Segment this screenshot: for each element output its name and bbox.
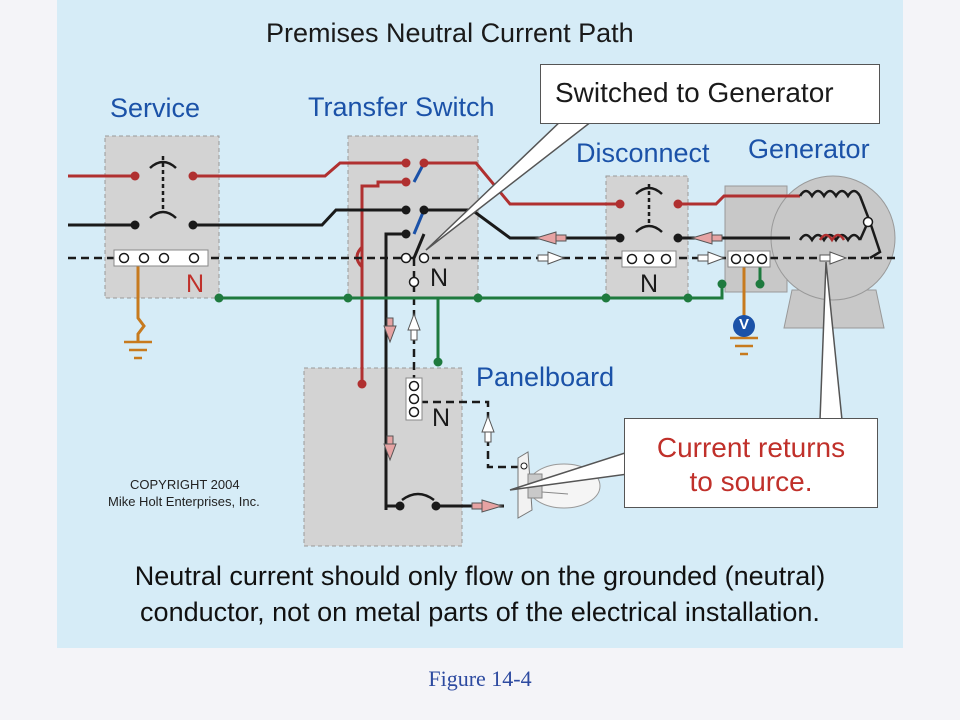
switched-callout-text: Switched to Generator: [555, 77, 834, 108]
current-returns-line1: Current returns: [656, 432, 846, 463]
disconnect-label: Disconnect: [576, 138, 710, 168]
copyright-line2: Mike Holt Enterprises, Inc.: [108, 494, 260, 509]
generator-ground-symbol: [730, 336, 758, 356]
panelboard-neutral-label: N: [432, 404, 451, 432]
copyright-notice: COPYRIGHT 2004 Mike Holt Enterprises, In…: [108, 476, 260, 510]
panelboard-breaker: [401, 492, 435, 502]
switched-to-generator-callout: Switched to Generator: [540, 64, 880, 124]
diagram-title: Premises Neutral Current Path: [266, 18, 634, 48]
service-ground-symbol: [124, 340, 152, 360]
transfer-switch-label: Transfer Switch: [308, 92, 495, 122]
generator-v-symbol: [733, 315, 755, 337]
generator-label: Generator: [748, 134, 870, 164]
ungrounded-black-conductor: [68, 208, 790, 510]
caption-line1: Neutral current should only flow on the …: [134, 561, 826, 591]
service-breaker: [149, 156, 177, 219]
caption-line2: conductor, not on metal parts of the ele…: [140, 597, 820, 627]
panelboard-label: Panelboard: [476, 362, 615, 392]
generator-windings: [798, 189, 882, 260]
caption-text: Neutral current should only flow on the …: [0, 558, 960, 630]
disconnect-neutral-bar: [621, 250, 677, 268]
disconnect-breaker: [635, 184, 663, 233]
generator-neutral-bar: [727, 250, 771, 268]
hot-conductor: [68, 161, 800, 384]
service-label: Service: [110, 93, 201, 123]
terminal-dots: [130, 158, 874, 511]
current-returns-callout: Current returns to source.: [624, 418, 878, 508]
generator-v-letter: V: [738, 316, 749, 333]
transfer-switch-neutral-label: N: [430, 264, 449, 292]
current-flow-arrows: [383, 231, 848, 513]
current-returns-text: Current returns to source.: [625, 431, 877, 499]
panelboard-enclosure: [303, 367, 463, 547]
disconnect-neutral-label: N: [640, 270, 659, 298]
service-neutral-bar: [113, 249, 209, 267]
service-neutral-label: N: [186, 270, 205, 298]
panelboard-neutral-bar: [405, 377, 423, 421]
figure-label: Figure 14-4: [428, 666, 532, 691]
current-returns-line2: to source.: [689, 466, 813, 497]
copyright-line1: COPYRIGHT 2004: [130, 477, 240, 492]
